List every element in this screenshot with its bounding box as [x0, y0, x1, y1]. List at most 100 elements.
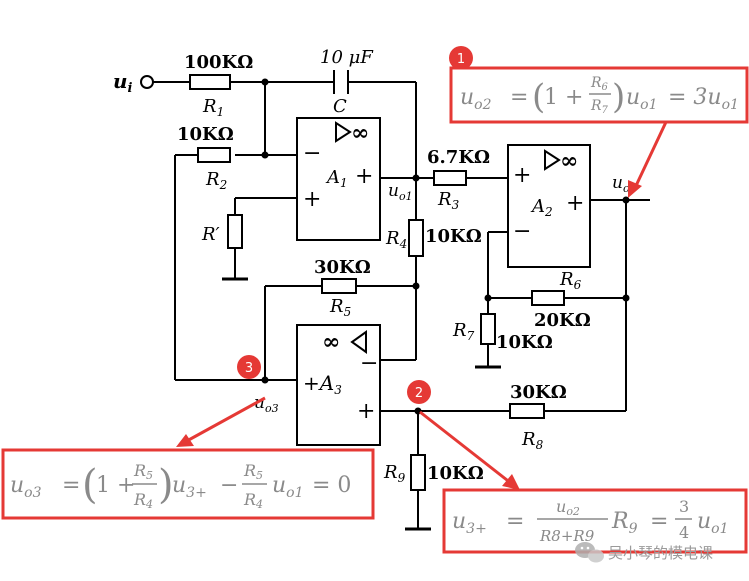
- a2-plus-input: +: [513, 163, 531, 188]
- r3-name: R3: [437, 189, 460, 212]
- resistor-r3: [433, 170, 467, 186]
- svg-text:1 +: 1 +: [96, 473, 135, 498]
- a3-minus: −: [360, 351, 378, 376]
- r6-name: R6: [559, 269, 582, 292]
- svg-text:2: 2: [415, 386, 423, 401]
- a1-minus: −: [303, 141, 321, 166]
- a2-out-plus: +: [566, 191, 584, 216]
- a3-plus-input: +: [357, 399, 375, 424]
- capacitor-c: [333, 70, 349, 94]
- r4-name: R4: [385, 228, 407, 251]
- formula-box-1: [449, 66, 749, 124]
- a1-plus: +: [303, 187, 321, 212]
- r1-value: 100KΩ: [184, 52, 253, 73]
- r9-name: R9: [383, 462, 406, 485]
- r6-value: 20KΩ: [534, 310, 591, 331]
- callout-arrows: [184, 121, 668, 486]
- svg-text:R7: R7: [590, 98, 609, 116]
- paren-right-1: ): [612, 77, 625, 117]
- r5-value: 30KΩ: [314, 257, 371, 278]
- uo1-label: uo1: [388, 181, 413, 203]
- resistor-r2: [197, 147, 231, 163]
- resistor-r9: [410, 454, 426, 491]
- r5-name: R5: [329, 296, 351, 319]
- r1-name: R1: [202, 96, 224, 119]
- a3-triangle-icon: [350, 330, 367, 354]
- a2-minus-input: −: [513, 219, 531, 244]
- resistor-r1: [189, 74, 231, 90]
- svg-text:4: 4: [679, 523, 689, 542]
- a3-inf: ∞: [322, 329, 340, 355]
- arrow-3-head-icon: [176, 434, 194, 447]
- svg-text:−: −: [220, 473, 238, 498]
- svg-text:= 3uo1: = 3uo1: [668, 85, 739, 113]
- svg-text:R8+R9: R8+R9: [539, 527, 595, 545]
- svg-text:=: =: [506, 509, 524, 534]
- arrow-2-head-icon: [502, 474, 520, 490]
- svg-text:uo1: uo1: [272, 473, 304, 501]
- svg-text:uo2: uo2: [460, 85, 492, 113]
- r7-name: R7: [452, 320, 475, 343]
- svg-text:=: =: [62, 473, 80, 498]
- formula-3: uo3 = ( 1 + R5 R4 ) u3+ − R5 R4 uo1 = 0: [10, 461, 351, 511]
- svg-text:R6: R6: [590, 75, 609, 93]
- c-value: 10 μF: [320, 47, 374, 68]
- svg-text:3: 3: [245, 361, 253, 376]
- formula-box-3: [1, 448, 375, 520]
- a2-name: A2: [530, 196, 553, 219]
- svg-text:uo3: uo3: [10, 473, 42, 501]
- a1-inf: ∞: [351, 120, 369, 146]
- formula-box-2: [442, 488, 748, 554]
- svg-text:= 0: = 0: [312, 473, 351, 498]
- resistor-r4: [408, 219, 424, 257]
- paren-right-3: ): [158, 462, 174, 508]
- a1-name: A1: [325, 167, 348, 190]
- paren-left-3: (: [82, 462, 98, 508]
- svg-text:R5: R5: [133, 461, 153, 482]
- svg-text:R4: R4: [243, 490, 263, 511]
- svg-text:u3+: u3+: [452, 509, 487, 537]
- badge-3: [237, 355, 261, 379]
- input-terminal: [140, 75, 154, 89]
- svg-text:R4: R4: [133, 490, 153, 511]
- rprime-name: R′: [201, 224, 220, 245]
- watermark: 吴小琴的模电课: [575, 542, 713, 563]
- a1-triangle-icon: [335, 121, 352, 143]
- r2-name: R2: [205, 169, 227, 192]
- svg-text:3: 3: [679, 497, 689, 516]
- c-name: C: [333, 96, 347, 117]
- resistor-r8: [509, 403, 545, 419]
- wechat-icon: [575, 542, 604, 563]
- r2-value: 10KΩ: [177, 124, 234, 145]
- svg-text:=: =: [650, 509, 668, 534]
- svg-text:uo1: uo1: [697, 509, 729, 537]
- svg-text:R5: R5: [243, 461, 263, 482]
- resistor-r7: [480, 313, 496, 345]
- wires: [153, 81, 650, 528]
- formula-2: u3+ = uo2 R8+R9 R9 = 3 4 uo1: [452, 497, 729, 545]
- svg-text:uo1: uo1: [626, 85, 658, 113]
- resistor-rprime: [227, 214, 243, 249]
- r7-value: 10KΩ: [496, 332, 553, 353]
- a2-triangle-icon: [544, 149, 561, 171]
- a2-inf: ∞: [560, 148, 578, 174]
- badge-2: [407, 380, 431, 404]
- svg-text:吴小琴的模电课: 吴小琴的模电课: [608, 544, 713, 562]
- a1-out-plus: +: [355, 164, 373, 189]
- formula-1: uo2 = ( 1 + R6 R7 ) uo1 = 3uo1: [460, 75, 739, 117]
- r8-value: 30KΩ: [510, 382, 567, 403]
- svg-text:R9: R9: [611, 509, 638, 537]
- arrow-1-head-icon: [628, 180, 642, 198]
- svg-text:=: =: [510, 85, 528, 110]
- svg-text:u3+: u3+: [172, 473, 207, 501]
- svg-text:uo2: uo2: [556, 497, 580, 518]
- badge-1: [449, 46, 473, 70]
- resistor-r6: [531, 290, 565, 306]
- a3-plus-name: +A3: [303, 371, 342, 397]
- svg-text:1: 1: [457, 52, 465, 67]
- r4-value: 10KΩ: [425, 226, 482, 247]
- uo3-label: uo3: [254, 393, 279, 415]
- svg-text:1 +: 1 +: [544, 85, 583, 110]
- paren-left-1: (: [532, 77, 545, 117]
